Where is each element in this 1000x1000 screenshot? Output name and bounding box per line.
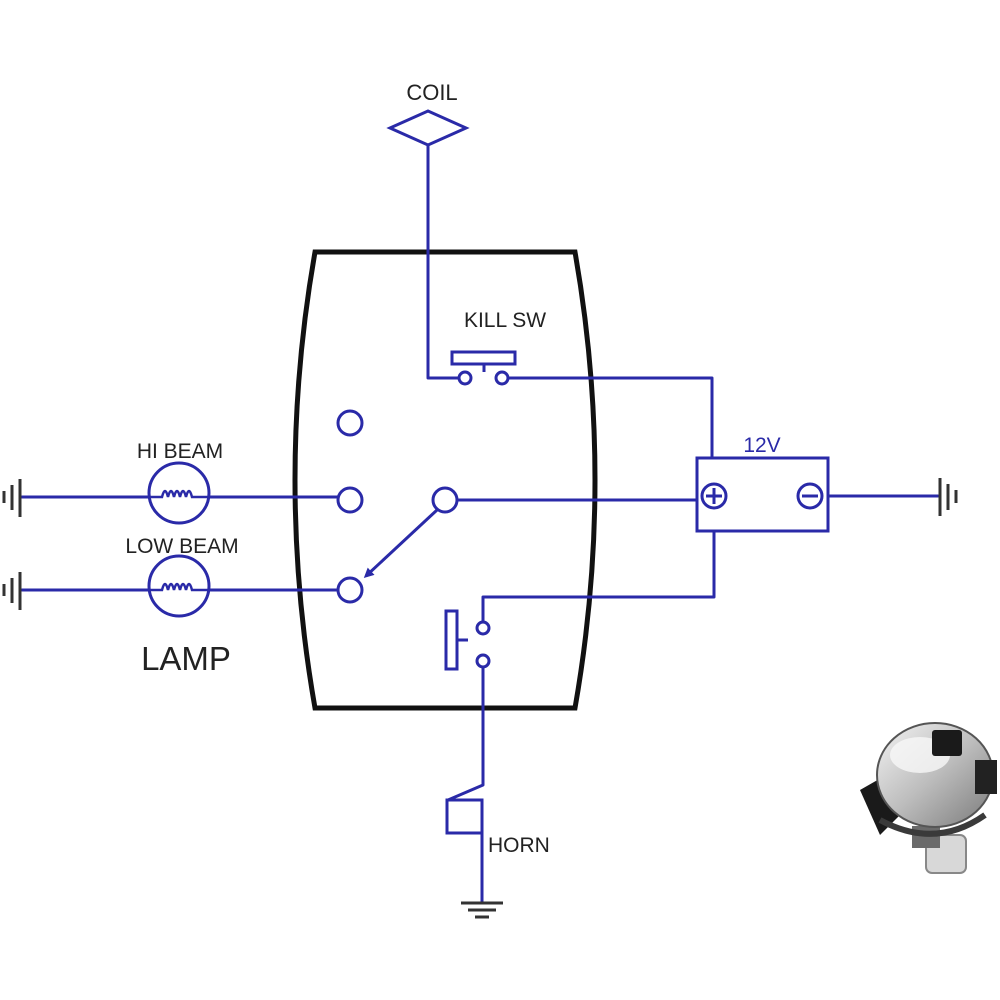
unused-terminal	[336, 409, 364, 437]
switch-housing	[292, 249, 598, 711]
low-beam-terminal	[336, 576, 364, 604]
kill-switch	[450, 350, 517, 386]
low-beam-bulb-icon	[147, 554, 211, 618]
low-beam-label: LOW BEAM	[125, 535, 238, 558]
low-beam-ground-icon	[2, 572, 22, 610]
kill-switch-wire	[506, 376, 714, 460]
hi-beam-ground-icon	[2, 479, 22, 517]
coil-wire	[426, 143, 467, 380]
hi-beam-label: HI BEAM	[137, 440, 223, 463]
ground-icon	[938, 478, 958, 516]
common-terminal	[431, 486, 459, 514]
horn-label: HORN	[488, 834, 550, 857]
battery-voltage-label: 12V	[743, 434, 780, 457]
horn-wire	[446, 665, 485, 802]
beam-selector-lever	[363, 508, 439, 579]
battery-negative-icon	[796, 482, 824, 510]
coil-label: COIL	[406, 80, 457, 105]
horn-feed-wire	[481, 529, 716, 630]
hi-beam-bulb-icon	[147, 461, 211, 525]
horn-icon	[445, 798, 484, 835]
lamp-label: LAMP	[141, 640, 231, 677]
battery-positive-icon	[700, 482, 728, 510]
hi-beam-terminal	[336, 486, 364, 514]
coil-terminal-icon	[386, 109, 470, 147]
handlebar-switch-icon	[860, 722, 997, 874]
kill-switch-label: KILL SW	[464, 309, 546, 332]
horn-ground-icon	[461, 901, 503, 919]
